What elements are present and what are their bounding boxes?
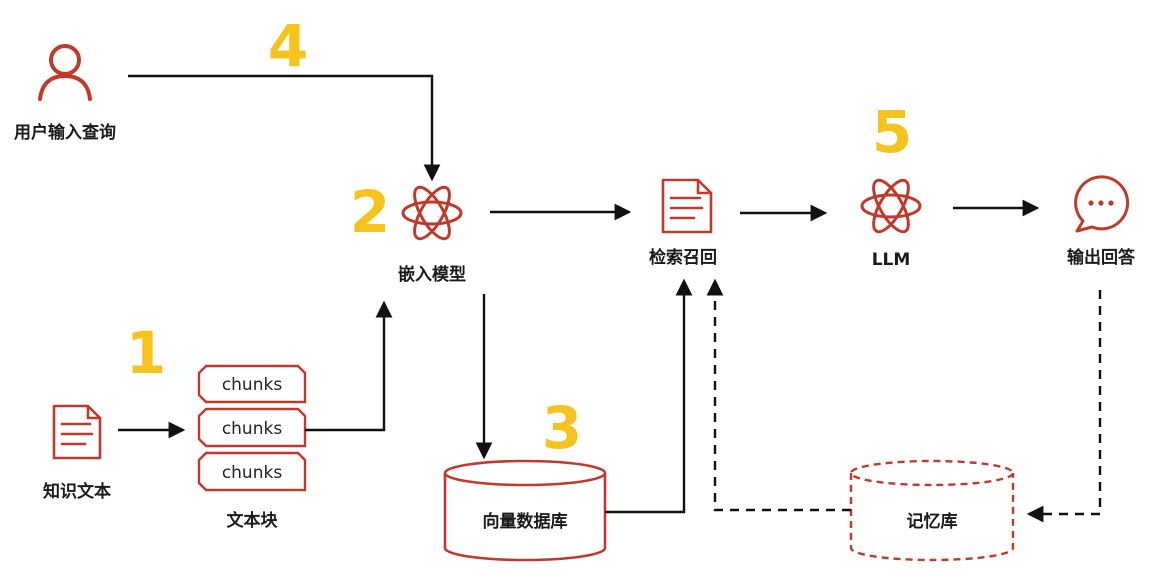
document-icon — [661, 178, 713, 234]
chunk-box: chunks — [197, 364, 307, 404]
query-to-embedding-arrow — [128, 74, 441, 182]
atom-icon — [860, 178, 922, 234]
step-number-1: 1 — [126, 319, 166, 387]
chunks-to-embedding-arrow — [305, 300, 393, 432]
llm-label: LLM — [872, 250, 911, 270]
knowledge-text-label: 知识文本 — [42, 481, 111, 502]
embedding-model-label: 嵌入模型 — [398, 264, 466, 285]
chunk-label: chunks — [222, 463, 283, 483]
vector-db-node: 向量数据库 — [443, 459, 607, 562]
retrieval-node: 检索召回 — [649, 178, 717, 268]
step-number-3: 3 — [542, 394, 582, 462]
user-icon — [38, 44, 92, 101]
embedding-model-node: 嵌入模型 — [398, 185, 466, 285]
chunk-box: chunks — [197, 407, 307, 448]
output-answer-label: 输出回答 — [1067, 247, 1136, 268]
chunk-label: chunks — [222, 375, 283, 395]
step-number-2: 2 — [350, 178, 390, 246]
chat-bubble-icon — [1074, 175, 1130, 233]
chunk-label: chunks — [222, 419, 283, 439]
text-chunks-label: 文本块 — [227, 510, 279, 531]
output-to-memory-arrow — [1026, 290, 1102, 523]
user-query-label: 用户输入查询 — [14, 122, 116, 143]
retrieval-label: 检索召回 — [649, 247, 717, 268]
database-dashed-icon — [849, 459, 1015, 562]
user-query-node: 用户输入查询 — [14, 44, 116, 143]
database-icon — [443, 459, 607, 562]
output-answer-node: 输出回答 — [1067, 175, 1136, 268]
vector-db-label: 向量数据库 — [483, 511, 568, 532]
vectordb-to-retrieval-arrow — [605, 278, 693, 514]
memory-to-retrieval-arrow — [706, 278, 851, 512]
memory-store-node: 记忆库 — [849, 459, 1015, 562]
text-chunks-node: chunks chunks chunks 文本块 — [197, 364, 307, 531]
document-icon — [52, 404, 102, 460]
llm-node: LLM — [860, 178, 922, 270]
atom-icon — [401, 185, 463, 241]
memory-store-label: 记忆库 — [907, 511, 958, 532]
step-number-5: 5 — [872, 98, 912, 166]
knowledge-text-node: 知识文本 — [42, 404, 111, 502]
step-number-4: 4 — [268, 12, 308, 80]
chunk-box: chunks — [197, 451, 307, 492]
